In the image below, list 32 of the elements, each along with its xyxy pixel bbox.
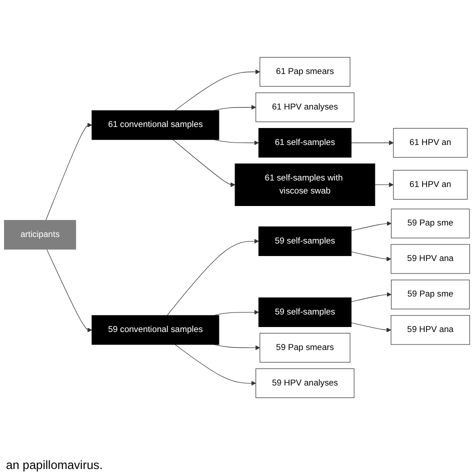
arrow [214,105,256,112]
arrow [350,292,392,302]
arrow [46,250,92,333]
node-box: 61 self-samples [258,128,352,158]
node-box: 61 self-samples with viscose swab [234,164,376,206]
node-box: 59 Pap sme [391,209,470,239]
node-box: articipants [4,220,76,250]
arrow [350,140,394,146]
node-box: 59 HPV ana [390,316,470,346]
node-box: 59 HPV analyses [256,368,354,398]
node-box: 61 Pap smears [260,58,350,88]
node-box: 61 conventional samples [92,110,220,140]
arrow [172,140,236,188]
arrow [174,344,256,386]
node-box: 59 self-samples [258,226,352,256]
arrow [350,252,392,262]
arrow [174,70,260,112]
node-box: 59 HPV ana [390,244,470,274]
node-box: 59 Pap sme [391,280,470,310]
node-box: 59 self-samples [258,298,352,328]
node-box: 61 HPV analyses [256,93,354,123]
footnote: an papillomavirus. [6,458,104,472]
node-box: 59 conventional samples [92,316,220,346]
arrow [350,222,392,232]
node-box: 61 HPV an [393,128,468,158]
arrow [46,123,92,221]
node-box: 59 Pap smears [260,333,350,363]
arrow [374,182,394,188]
arrow [350,322,392,333]
arrow [166,239,259,316]
node-box: 61 HPV an [393,170,468,200]
arrow [214,310,259,316]
